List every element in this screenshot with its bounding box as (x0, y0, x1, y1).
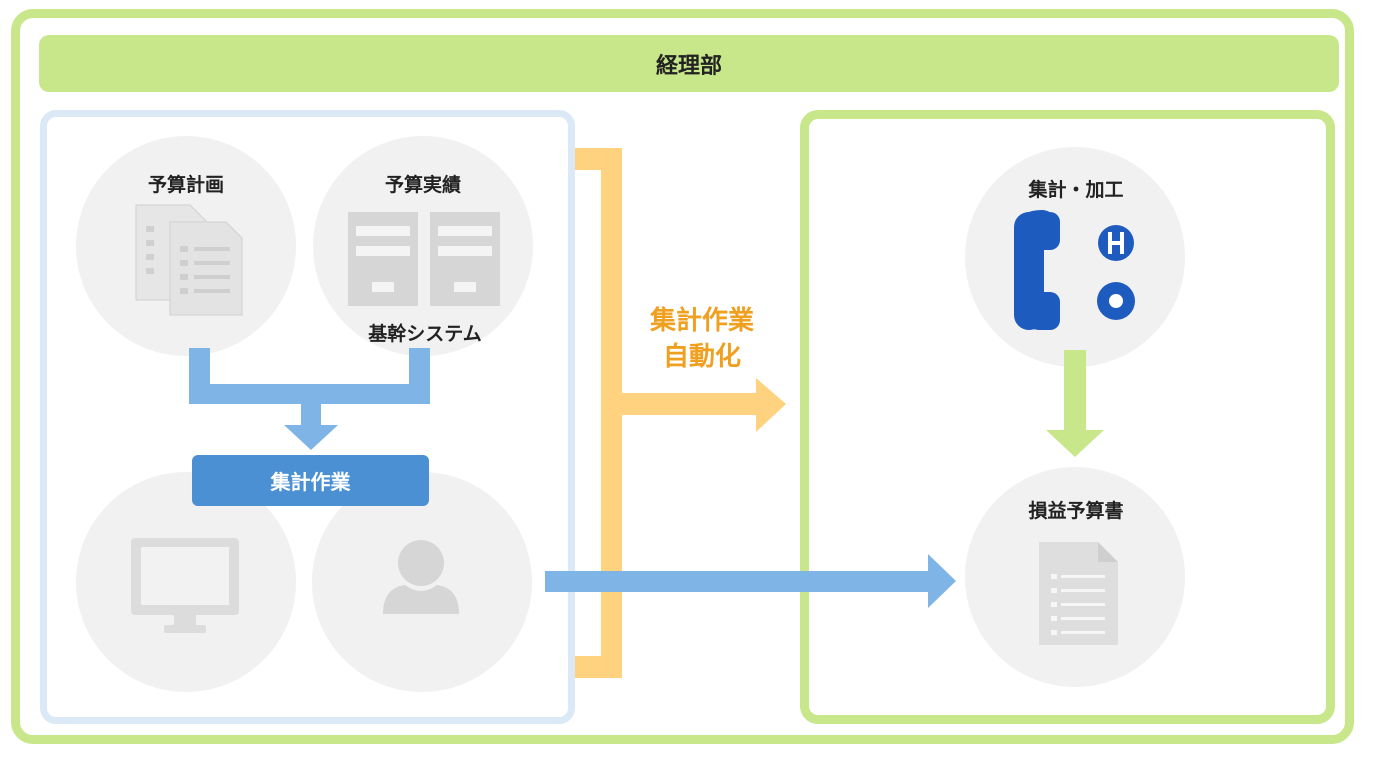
aggregation-label: 集計作業 (192, 455, 429, 506)
budget-plan-label: 予算計画 (147, 174, 225, 196)
process-down-arrow (1046, 350, 1104, 457)
report-document-icon (1039, 542, 1118, 645)
process-label: 集計・加工 (1028, 179, 1124, 201)
documents-icon (135, 204, 243, 316)
process-circle (965, 147, 1185, 367)
core-system-label: 基幹システム (368, 323, 482, 345)
server-icon (348, 212, 500, 306)
person-icon (383, 540, 459, 614)
department-header: 経理部 (39, 35, 1339, 92)
aggregation-label-text: 集計作業 (270, 470, 351, 494)
manual-process-panel (40, 110, 575, 724)
automation-bracket (575, 148, 786, 678)
department-title: 経理部 (655, 53, 722, 79)
report-label: 損益予算書 (1028, 500, 1124, 522)
monitor-icon (131, 538, 239, 633)
merge-arrow (189, 348, 430, 450)
automation-label: 集計作業 自動化 (650, 303, 754, 375)
automation-line-1: 集計作業 (649, 306, 755, 336)
cho-logo (1014, 210, 1135, 330)
accounting-dept-frame (11, 9, 1354, 744)
automation-line-2: 自動化 (662, 342, 742, 372)
automated-process-panel (800, 110, 1335, 724)
report-flow-arrow (545, 554, 956, 608)
budget-actual-label: 予算実績 (384, 174, 462, 196)
